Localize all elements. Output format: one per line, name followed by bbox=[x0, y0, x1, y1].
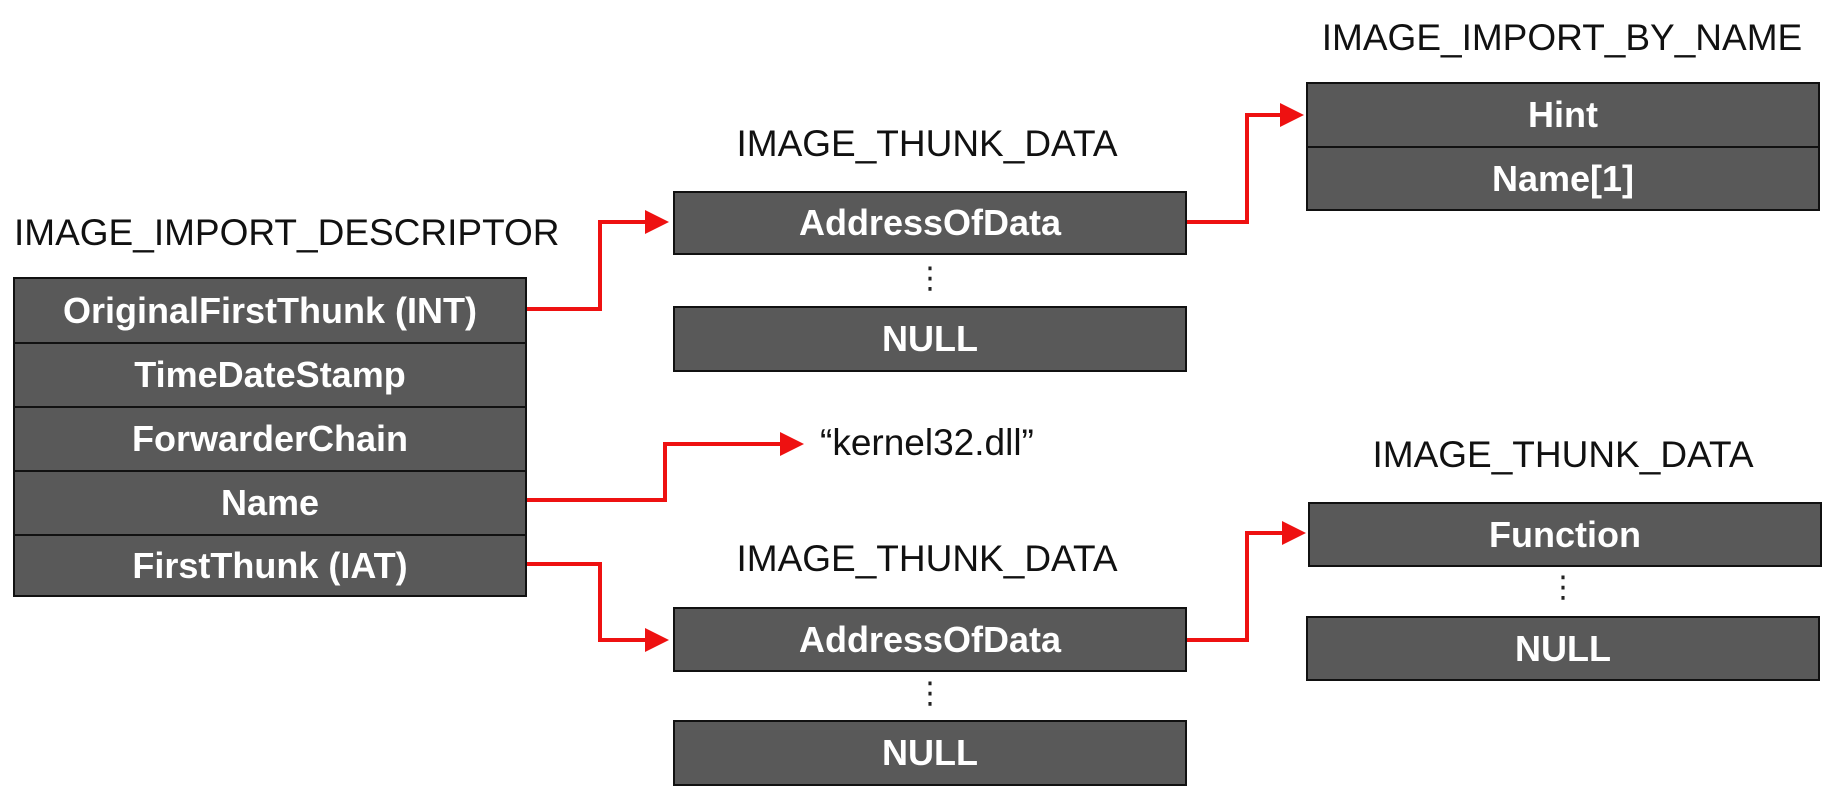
resolved-null: NULL bbox=[1515, 627, 1611, 669]
int-null: NULL bbox=[882, 318, 978, 359]
arrow-iat-to-thunk bbox=[525, 562, 669, 652]
int-thunk-title: IMAGE_THUNK_DATA bbox=[736, 123, 1118, 164]
field-original-first-thunk: OriginalFirstThunk (INT) bbox=[63, 289, 477, 331]
import-by-name-table: Hint Name[1] bbox=[1306, 82, 1820, 211]
int-null-box: NULL bbox=[673, 306, 1187, 372]
iat-ellipsis: ⋮ bbox=[915, 676, 945, 711]
int-thunk-entry-box: AddressOfData bbox=[673, 191, 1187, 255]
resolved-function-box: Function bbox=[1308, 502, 1822, 567]
descriptor-title: IMAGE_IMPORT_DESCRIPTOR bbox=[14, 212, 560, 253]
iat-address-of-data: AddressOfData bbox=[798, 618, 1062, 660]
field-time-date-stamp: TimeDateStamp bbox=[15, 342, 525, 406]
field-hint: Hint bbox=[1528, 94, 1598, 135]
arrow-name-to-dll-string bbox=[525, 432, 804, 502]
int-ellipsis: ⋮ bbox=[915, 261, 945, 296]
import-descriptor-table: OriginalFirstThunk (INT) TimeDateStamp F… bbox=[13, 277, 527, 597]
field-forwarder-chain: ForwarderChain bbox=[15, 406, 525, 470]
field-first-thunk: FirstThunk (IAT) bbox=[15, 534, 525, 595]
iat-thunk-title: IMAGE_THUNK_DATA bbox=[736, 538, 1118, 579]
arrow-thunk-to-import-by-name bbox=[1185, 103, 1304, 224]
resolved-thunk-title: IMAGE_THUNK_DATA bbox=[1372, 434, 1754, 475]
field-name: Name bbox=[15, 470, 525, 534]
iat-null-box: NULL bbox=[673, 720, 1187, 786]
field-name-array: Name[1] bbox=[1308, 146, 1818, 209]
resolved-ellipsis: ⋮ bbox=[1548, 570, 1578, 605]
import-by-name-title: IMAGE_IMPORT_BY_NAME bbox=[1321, 17, 1803, 58]
iat-thunk-entry-box: AddressOfData bbox=[673, 607, 1187, 672]
iat-null: NULL bbox=[882, 732, 978, 773]
arrow-iat-thunk-to-function bbox=[1185, 521, 1306, 642]
dll-name-string: “kernel32.dll” bbox=[820, 422, 1034, 463]
resolved-null-box: NULL bbox=[1306, 616, 1820, 681]
resolved-function: Function bbox=[1489, 513, 1641, 555]
int-address-of-data: AddressOfData bbox=[798, 202, 1062, 243]
arrow-int-to-thunk bbox=[525, 210, 669, 311]
